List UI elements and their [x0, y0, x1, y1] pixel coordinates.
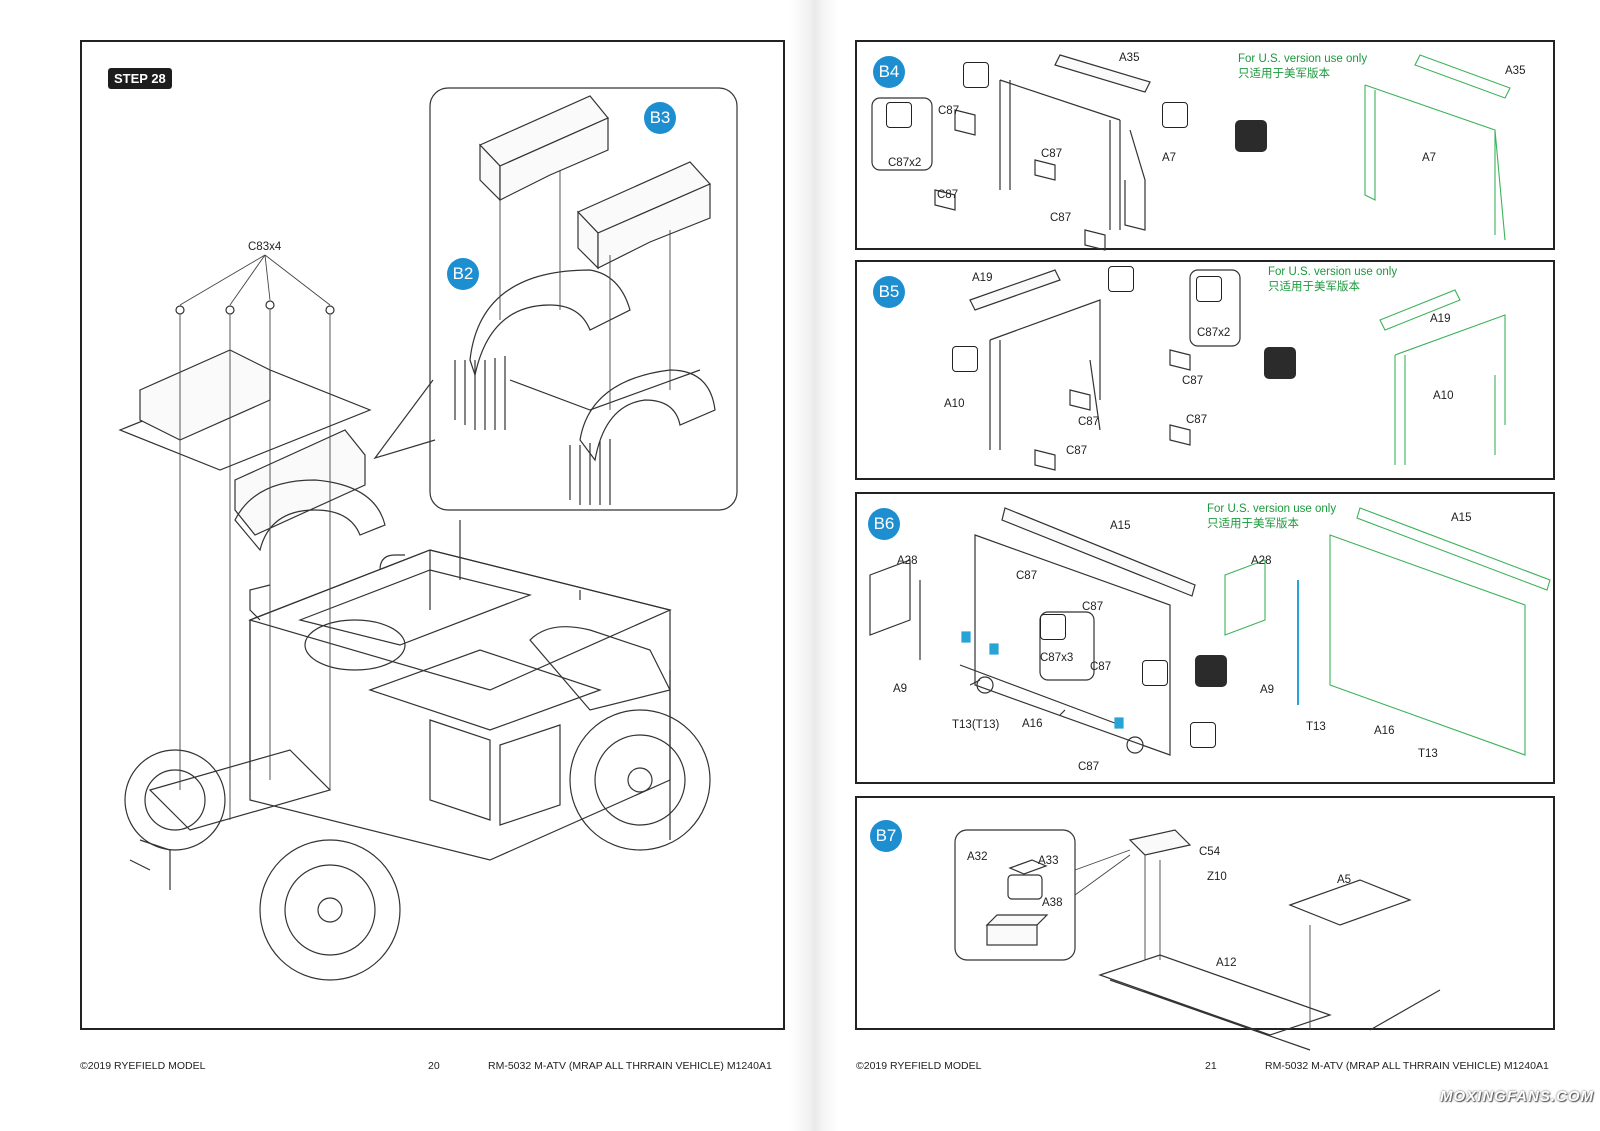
b7-label-a33: A33: [1038, 855, 1059, 867]
b5-label-c87: C87: [1078, 416, 1100, 428]
b4-us-frame: [1364, 54, 1511, 241]
b4-label-c87: C87: [938, 105, 960, 117]
site-watermark: MOXINGFANS.COM: [1440, 1088, 1595, 1105]
b6-us-label-a9: A9: [1260, 684, 1275, 696]
inset-storage-box-lower: [576, 161, 712, 270]
b7-label-a38: A38: [1042, 897, 1063, 909]
b7-label-z10: Z10: [1207, 871, 1227, 883]
b6-us-label-a16: A16: [1374, 725, 1395, 737]
b5-us-label-a10: A10: [1433, 390, 1454, 402]
paint-brush-icon: [1108, 266, 1134, 292]
b6-blue-parts: [961, 631, 1124, 729]
paint-brush-icon: [1040, 614, 1066, 640]
b4-us-label-a35: A35: [1505, 65, 1526, 77]
b5-us-label-a19: A19: [1430, 313, 1451, 325]
b6-label-c87x3: C87x3: [1040, 652, 1074, 664]
b6-label-t13: T13(T13): [952, 719, 1000, 731]
left-page-number: 20: [428, 1060, 440, 1072]
b5-label-a19: A19: [972, 272, 993, 284]
b5-label-a10: A10: [944, 398, 965, 410]
paint-brush-icon: [1142, 660, 1168, 686]
b4-us-label-a7: A7: [1422, 152, 1437, 164]
b6-us-frame: [1224, 507, 1551, 756]
paint-brush-icon: [1190, 722, 1216, 748]
paint-brush-icon: [963, 62, 989, 88]
b4-label-c87: C87: [937, 189, 959, 201]
b5-label-c87x2: C87x2: [1197, 327, 1231, 339]
c83-clips: [175, 300, 335, 315]
swap-version-icon: [1235, 120, 1267, 152]
b6-us-label-t13: T13: [1418, 748, 1438, 760]
b7-assembly: [954, 829, 1441, 1051]
b6-us-label-a15: A15: [1451, 512, 1472, 524]
badge-b5: B5: [873, 276, 905, 308]
swap-version-icon: [1195, 655, 1227, 687]
inset-storage-box-upper: [478, 95, 609, 202]
b4-label-c87x2: C87x2: [888, 157, 922, 169]
badge-b7: B7: [870, 820, 902, 852]
paint-brush-icon: [886, 102, 912, 128]
b7-label-a5: A5: [1337, 874, 1352, 886]
inset-fenders: [454, 269, 716, 505]
part-label-c83x4: C83x4: [248, 241, 282, 253]
step-label: STEP 28: [108, 68, 172, 89]
b5-us-frame: [1379, 289, 1506, 465]
b5-label-c87: C87: [1182, 375, 1204, 387]
b4-label-c87: C87: [1041, 148, 1063, 160]
b6-label-a28: A28: [897, 555, 918, 567]
callout-b3: B3: [644, 102, 676, 134]
b6-label-a16: A16: [1022, 718, 1043, 730]
b6-us-label-a28: A28: [1251, 555, 1272, 567]
badge-b4: B4: [873, 56, 905, 88]
callout-b2: B2: [447, 258, 479, 290]
paint-brush-icon: [1162, 102, 1188, 128]
b5-label-c87: C87: [1066, 445, 1088, 457]
right-footer-copyright: ©2019 RYEFIELD MODEL: [856, 1060, 982, 1072]
b5-label-c87: C87: [1186, 414, 1208, 426]
paint-brush-icon: [1196, 276, 1222, 302]
b6-frame-a15: [869, 507, 1196, 756]
swap-version-icon: [1264, 347, 1296, 379]
b7-label-c54: C54: [1199, 846, 1221, 858]
b6-label-c87: C87: [1090, 661, 1112, 673]
paint-brush-icon: [952, 346, 978, 372]
b4-frame-a7: [871, 54, 1151, 251]
b6-label-a9: A9: [893, 683, 908, 695]
badge-b6: B6: [868, 508, 900, 540]
b6-label-a15: A15: [1110, 520, 1131, 532]
right-footer-title: RM-5032 M-ATV (MRAP ALL THRRAIN VEHICLE)…: [1265, 1060, 1549, 1072]
b4-label-c87: C87: [1050, 212, 1072, 224]
right-page-number: 21: [1205, 1060, 1217, 1072]
left-footer-copyright: ©2019 RYEFIELD MODEL: [80, 1060, 206, 1072]
b6-label-c87: C87: [1078, 761, 1100, 773]
vehicle-illustration: [118, 349, 711, 981]
b6-us-label-t13: T13: [1306, 721, 1326, 733]
b6-label-c87: C87: [1082, 601, 1104, 613]
b5-frame-a10: [969, 269, 1241, 471]
b7-label-a12: A12: [1216, 957, 1237, 969]
page-gutter: [790, 0, 838, 1131]
b4-label-a35: A35: [1119, 52, 1140, 64]
b4-label-a7: A7: [1162, 152, 1177, 164]
b7-label-a32: A32: [967, 851, 988, 863]
panel-b7: [855, 796, 1555, 1030]
left-footer-title: RM-5032 M-ATV (MRAP ALL THRRAIN VEHICLE)…: [488, 1060, 772, 1072]
b6-label-c87: C87: [1016, 570, 1038, 582]
